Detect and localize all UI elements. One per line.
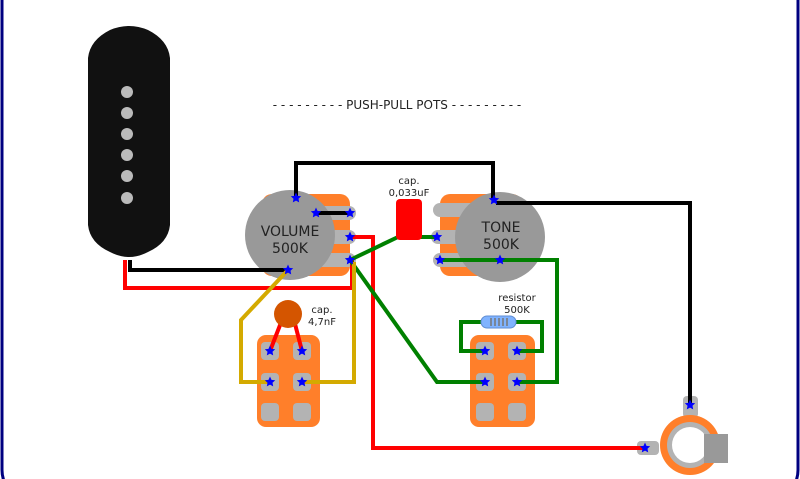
solder-point [344,207,356,218]
solder-point [264,345,276,356]
diagram-title: - - - - - - - - - PUSH-PULL POTS - - - -… [273,98,521,112]
solder-points [264,192,696,453]
wire-green-cap [349,235,399,262]
tone-capacitor [396,199,422,240]
solder-point [296,376,308,387]
output-jack [637,396,728,475]
solder-point [296,345,308,356]
push-pull-switch-volume [257,335,320,427]
solder-point [310,207,322,218]
solder-point [511,345,523,356]
solder-point [431,231,443,242]
wire-resistor-left [459,320,485,353]
volume-pot: VOLUME 500K [245,190,356,280]
push-pull-switch-tone [470,335,535,427]
resistor-label: resistor [498,293,536,304]
wire-yellow-right [302,262,356,384]
tone-cap-value: 0,033uF [389,188,430,199]
tone-cap-label: cap. [398,176,419,187]
resistor-value: 500K [504,305,530,316]
solder-point [344,231,356,242]
resistor [480,315,517,329]
volume-pot-value: 500K [272,241,309,257]
solder-point [479,376,491,387]
tone-pot: TONE 500K [431,192,545,282]
tone-pot-label: TONE [481,220,521,236]
switch-cap-label: cap. [311,305,332,316]
wires [123,161,692,450]
solder-point [494,254,506,265]
p90-pickup [88,26,170,257]
wire-output [496,201,692,405]
switch-cap-value: 4,7nF [308,317,336,328]
solder-point [684,399,696,410]
wire-yellow-left [239,268,290,384]
solder-point [434,254,446,265]
wire-green-switch [348,258,485,384]
solder-point [290,192,302,203]
switch-capacitor [274,300,302,328]
tone-pot-value: 500K [483,237,520,253]
wire-resistor-right [514,320,544,353]
wire-pickup-hot [128,260,288,272]
solder-point [479,345,491,356]
solder-point [282,264,294,275]
solder-point [639,442,651,453]
volume-pot-label: VOLUME [261,224,320,240]
wire-ground-jack [350,235,645,450]
solder-point [488,194,500,205]
wire-black-top [294,161,495,200]
solder-point [264,376,276,387]
solder-point [344,254,356,265]
solder-point [511,376,523,387]
